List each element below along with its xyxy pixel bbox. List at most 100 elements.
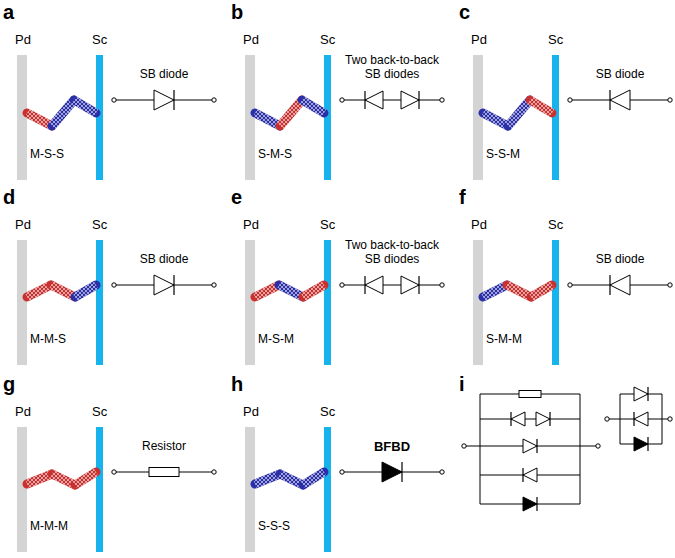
nanotube-mesh xyxy=(280,100,302,126)
terminal xyxy=(668,283,672,287)
resistor-symbol xyxy=(149,468,179,477)
diode-symbol xyxy=(634,387,648,401)
pd-electrode xyxy=(473,55,483,180)
panel-letter: b xyxy=(231,1,243,24)
circuit-label: SB diode xyxy=(568,68,672,82)
diode-bar xyxy=(633,412,634,426)
terminal xyxy=(340,283,344,287)
sc-electrode xyxy=(96,240,103,365)
configuration-label: S-M-S xyxy=(258,148,292,162)
circuit-label: Resistor xyxy=(112,440,216,454)
diode-bar xyxy=(173,90,174,110)
circuit-label: SB diode xyxy=(112,68,216,82)
nanotube-mesh xyxy=(303,472,324,485)
diode-symbol xyxy=(634,437,648,451)
sc-electrode xyxy=(324,240,331,365)
configuration-label: M-S-S xyxy=(30,148,64,162)
panel xyxy=(17,427,216,552)
diode-symbol xyxy=(401,276,419,294)
diode-symbol xyxy=(523,468,537,482)
terminal xyxy=(668,417,672,421)
wire xyxy=(580,446,598,447)
diode-symbol xyxy=(382,462,402,482)
panel-letter: d xyxy=(3,186,15,209)
nanotube-segment xyxy=(74,100,96,113)
circuit-label: Two back-to-back SB diodes xyxy=(340,54,444,82)
diode-symbol xyxy=(523,439,537,453)
terminal xyxy=(212,470,216,474)
diode-bar xyxy=(609,90,610,110)
pd-electrode xyxy=(17,55,27,180)
diode-bar xyxy=(647,387,648,401)
electrode-label: Pd xyxy=(471,218,487,233)
panel xyxy=(17,240,216,365)
pd-electrode xyxy=(17,427,27,552)
panel-letter: f xyxy=(459,186,466,209)
panel-letter: e xyxy=(231,186,242,209)
diode-symbol xyxy=(634,412,648,426)
electrode-label: Sc xyxy=(92,33,107,48)
electrode-label: Pd xyxy=(243,405,259,420)
pd-electrode xyxy=(473,240,483,365)
terminal xyxy=(112,98,116,102)
terminal xyxy=(568,98,572,102)
wire xyxy=(480,419,580,420)
nanotube-mesh xyxy=(530,100,552,113)
nanotube-segment xyxy=(303,472,324,485)
nanotube-segment xyxy=(75,472,96,485)
electrode-label: Pd xyxy=(15,218,31,233)
diode-symbol xyxy=(154,275,174,295)
panel xyxy=(17,55,216,180)
diode-bar xyxy=(536,497,537,511)
circuit-label: SB diode xyxy=(112,253,216,267)
sc-electrode xyxy=(552,55,559,180)
diode-symbol xyxy=(365,91,383,109)
circuit-label: BFBD xyxy=(340,440,444,455)
panel-letter: c xyxy=(459,1,470,24)
electrode-label: Sc xyxy=(92,405,107,420)
panel xyxy=(473,240,672,365)
configuration-label: M-S-M xyxy=(258,333,294,347)
pd-electrode xyxy=(245,240,255,365)
electrode-label: Sc xyxy=(320,33,335,48)
nanotube-segment xyxy=(75,285,96,297)
circuit-label: SB diode xyxy=(568,253,672,267)
diode-bar xyxy=(536,439,537,453)
electrode-label: Pd xyxy=(243,218,259,233)
panel-letter: a xyxy=(3,1,14,24)
diode-symbol xyxy=(536,412,550,426)
diode-symbol xyxy=(154,90,174,110)
diode-symbol xyxy=(610,275,630,295)
electrode-label: Pd xyxy=(243,33,259,48)
wire xyxy=(480,394,481,504)
diode-bar xyxy=(609,275,610,295)
nanotube-segment xyxy=(52,100,74,126)
diode-bar xyxy=(364,276,365,294)
nanotube-mesh xyxy=(531,285,552,297)
panel xyxy=(245,427,444,552)
nanotube-segment xyxy=(531,285,552,297)
diode-symbol xyxy=(523,497,537,511)
terminal xyxy=(440,283,444,287)
nanotube-segment xyxy=(530,100,552,113)
pd-electrode xyxy=(245,55,255,180)
nanotube-segment xyxy=(508,100,530,126)
terminal xyxy=(462,444,466,448)
terminal xyxy=(340,98,344,102)
nanotube-mesh xyxy=(508,100,530,126)
configuration-label: S-M-M xyxy=(486,333,522,347)
sc-electrode xyxy=(552,240,559,365)
panel xyxy=(473,55,672,180)
wire xyxy=(342,100,442,101)
sc-electrode xyxy=(96,55,103,180)
electrode-label: Sc xyxy=(548,218,563,233)
pd-electrode xyxy=(245,427,255,552)
terminal xyxy=(568,283,572,287)
nanotube-mesh xyxy=(75,285,96,297)
pd-electrode xyxy=(17,240,27,365)
diode-bar xyxy=(549,412,550,426)
terminal xyxy=(440,470,444,474)
diode-symbol xyxy=(610,90,630,110)
